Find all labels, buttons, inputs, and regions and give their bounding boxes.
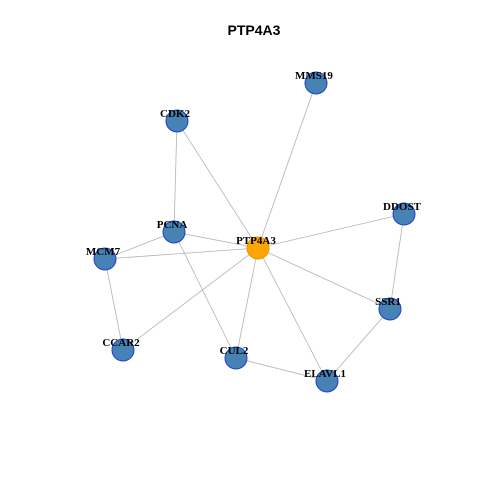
edge-ptp4a3-elavl1 bbox=[257, 247, 328, 382]
edge-ptp4a3-ccar2 bbox=[122, 247, 259, 351]
node-pcna: PCNA bbox=[157, 219, 188, 244]
edge-ptp4a3-mms19 bbox=[257, 82, 317, 249]
node-label: ELAVL1 bbox=[304, 368, 346, 380]
edge-ptp4a3-cul2 bbox=[235, 247, 259, 359]
node-label: CCAR2 bbox=[102, 337, 140, 349]
node-circle bbox=[111, 338, 135, 362]
node-label: PCNA bbox=[157, 219, 188, 231]
edge-ssr1-elavl1 bbox=[326, 308, 391, 382]
node-cdk2: CDK2 bbox=[160, 108, 190, 133]
edge-ptp4a3-cdk2 bbox=[176, 120, 259, 249]
edge-pcna-mcm7 bbox=[104, 231, 175, 260]
edge-ptp4a3-pcna bbox=[173, 231, 259, 249]
node-mms19: MMS19 bbox=[295, 70, 333, 95]
node-ssr1: SSR1 bbox=[375, 296, 402, 321]
edge-ptp4a3-mcm7 bbox=[104, 247, 259, 260]
edge-ptp4a3-ssr1 bbox=[257, 247, 391, 310]
diagram-title: PTP4A3 bbox=[228, 22, 281, 38]
node-circle bbox=[162, 220, 186, 244]
node-label: SSR1 bbox=[375, 296, 401, 308]
node-circle bbox=[315, 369, 339, 393]
node-circle bbox=[392, 202, 416, 226]
node-circle bbox=[378, 297, 402, 321]
edge-pcna-cul2 bbox=[173, 231, 237, 359]
edge-ptp4a3-ddost bbox=[257, 213, 405, 249]
node-circle bbox=[165, 109, 189, 133]
node-label: CDK2 bbox=[160, 108, 190, 120]
edge-layer bbox=[104, 82, 405, 382]
node-mcm7: MCM7 bbox=[86, 246, 121, 271]
node-circle bbox=[93, 247, 117, 271]
node-label: CUL2 bbox=[220, 345, 249, 357]
node-cul2: CUL2 bbox=[220, 345, 249, 370]
node-label: PTP4A3 bbox=[236, 235, 276, 247]
node-label: MCM7 bbox=[86, 246, 121, 258]
node-label: MMS19 bbox=[295, 70, 333, 82]
node-circle bbox=[304, 71, 328, 95]
edge-mcm7-ccar2 bbox=[104, 258, 124, 351]
node-label: DDOST bbox=[383, 201, 422, 213]
node-circle bbox=[246, 236, 270, 260]
edge-cul2-elavl1 bbox=[235, 357, 328, 382]
edge-ddost-ssr1 bbox=[389, 213, 405, 310]
node-ptp4a3: PTP4A3 bbox=[236, 235, 276, 260]
node-ddost: DDOST bbox=[383, 201, 422, 226]
edge-cdk2-pcna bbox=[173, 120, 178, 233]
node-ccar2: CCAR2 bbox=[102, 337, 140, 362]
node-elavl1: ELAVL1 bbox=[304, 368, 346, 393]
node-circle bbox=[224, 346, 248, 370]
